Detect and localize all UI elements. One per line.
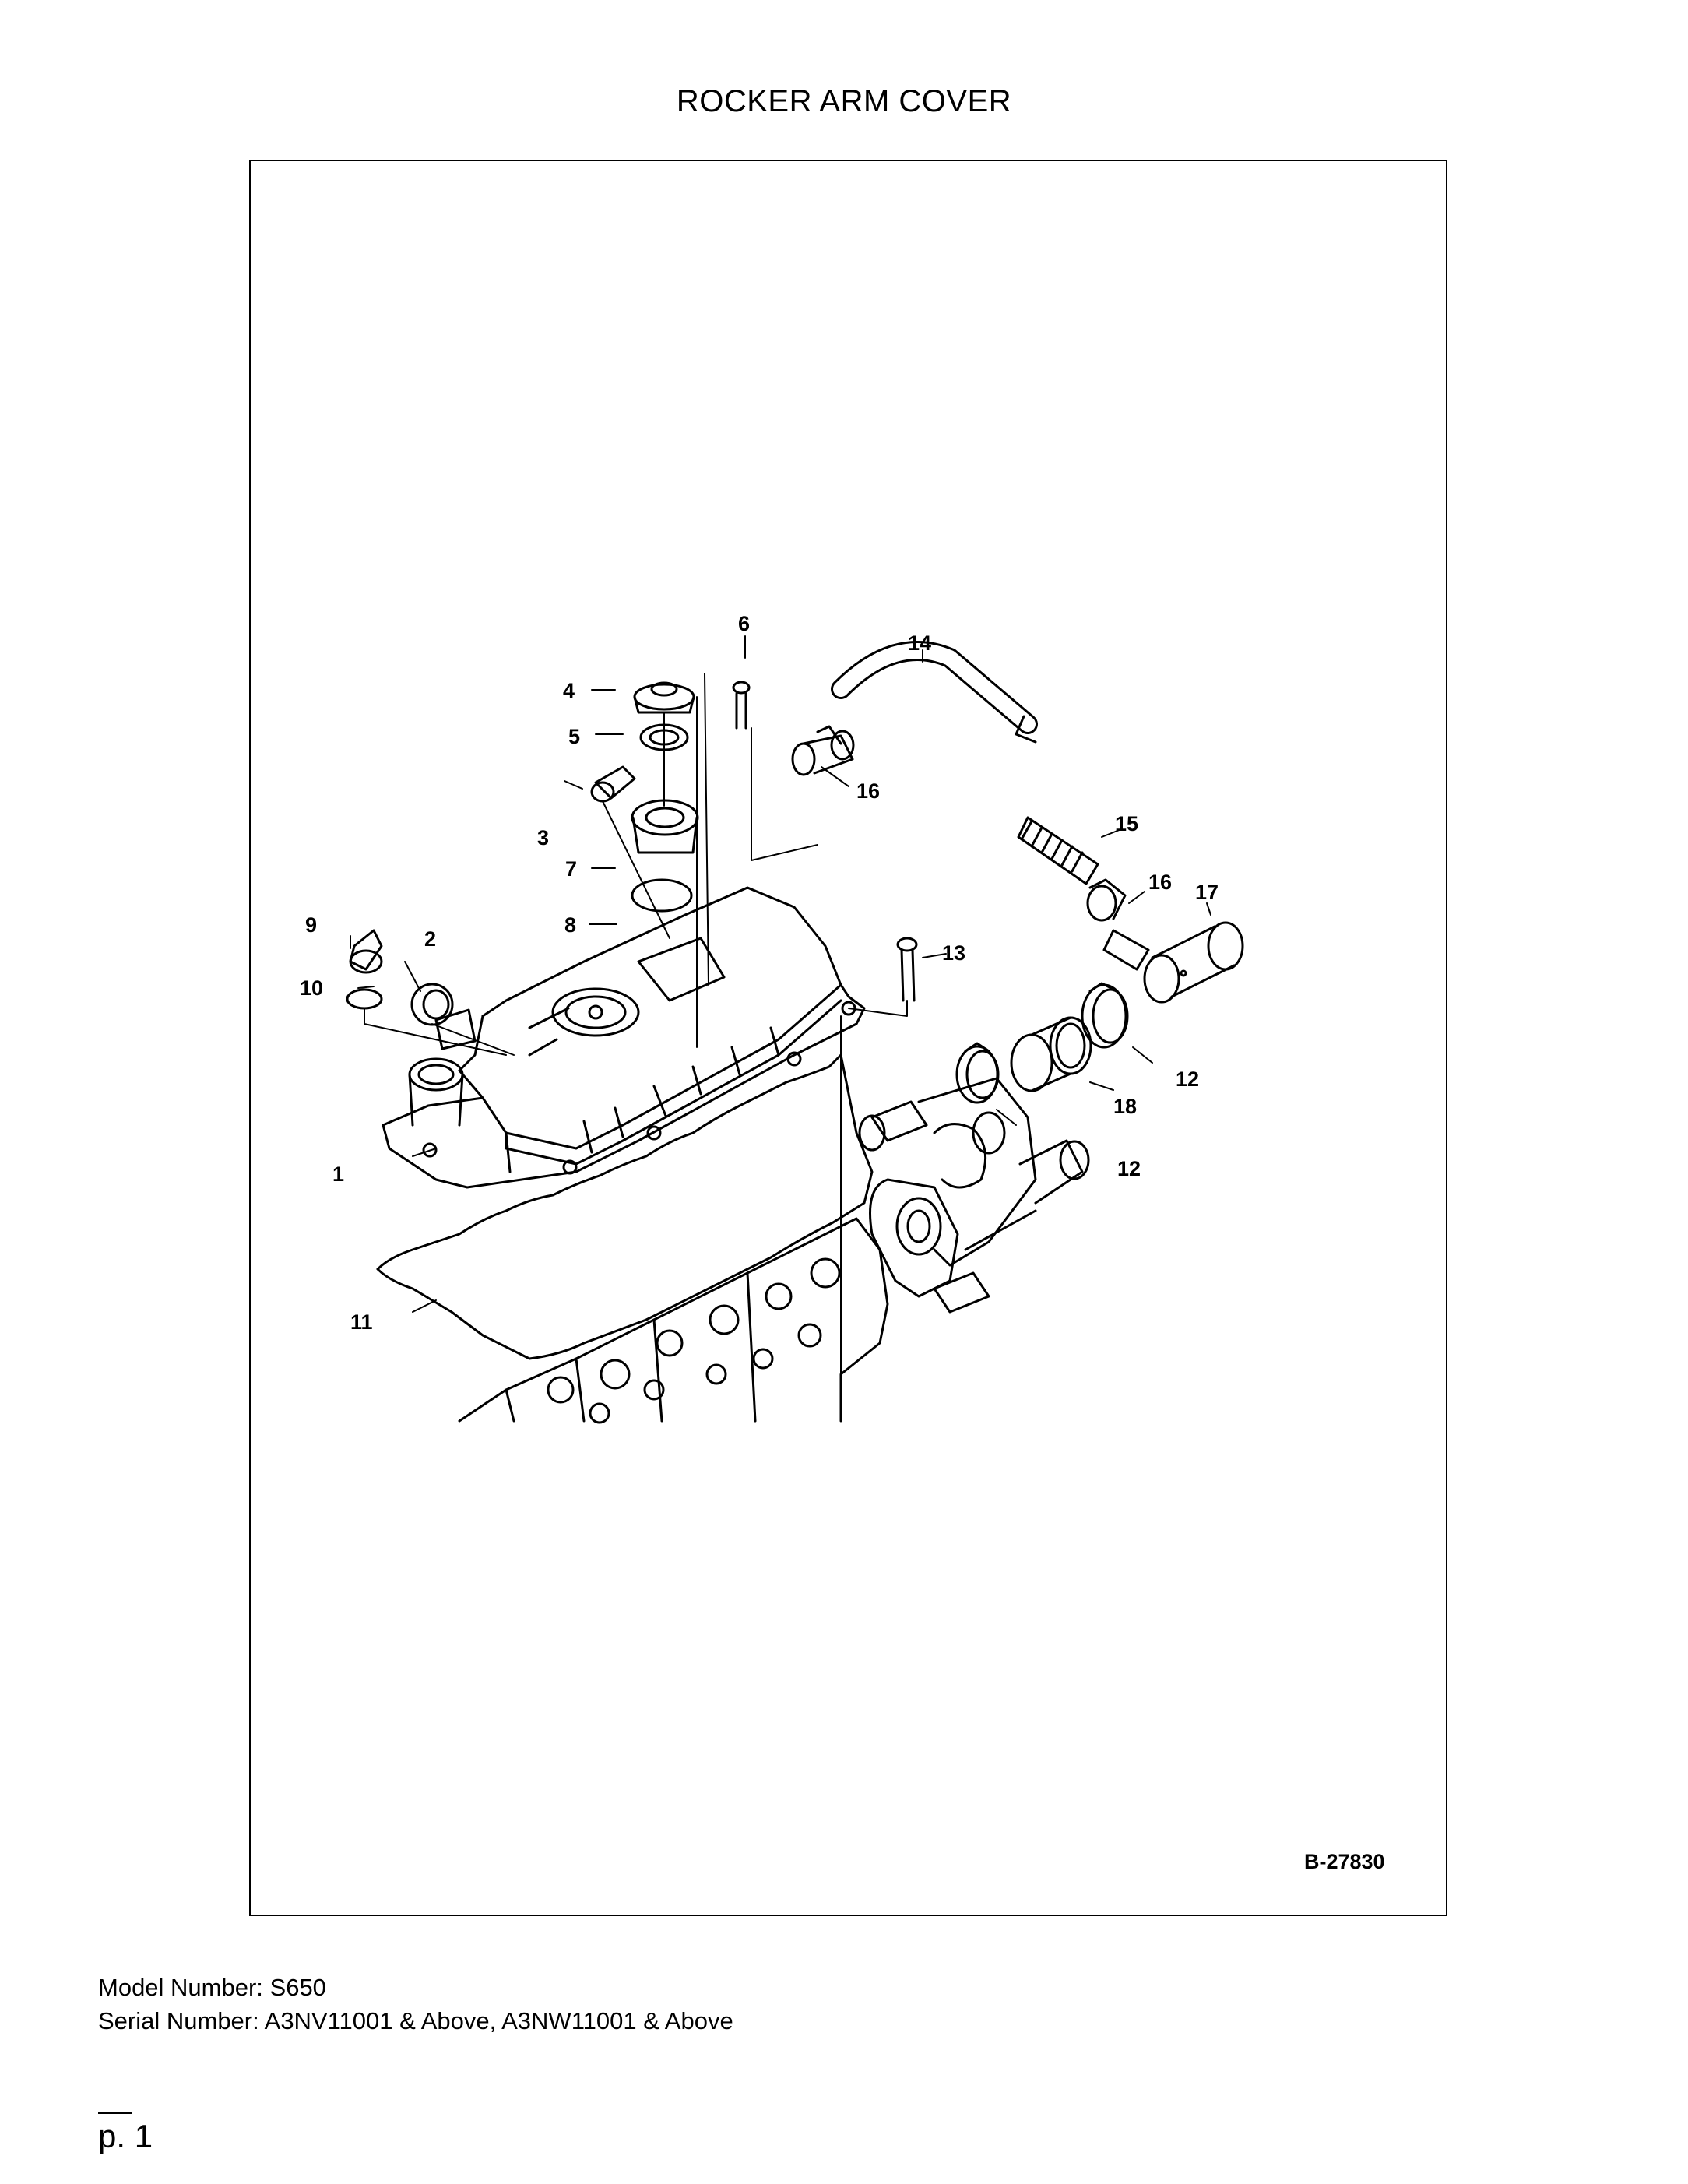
model-number: Model Number: S650 — [98, 1974, 326, 2001]
callout-3: 3 — [537, 826, 549, 849]
callout-12-lower: 12 — [1117, 1157, 1141, 1180]
page-rule — [98, 2112, 132, 2114]
rubber-sleeve — [1010, 1016, 1092, 1092]
breather-fitting — [590, 765, 636, 803]
callout-4: 4 — [563, 679, 575, 702]
callout-5: 5 — [568, 725, 580, 748]
diagram-frame — [249, 160, 1447, 1916]
callout-15: 15 — [1115, 812, 1138, 835]
callout-18: 18 — [1113, 1095, 1137, 1118]
breather-cover — [633, 681, 695, 714]
callout-2: 2 — [424, 927, 436, 951]
turbocharger — [858, 1077, 1090, 1314]
breather-tube — [831, 641, 1038, 744]
page-title: ROCKER ARM COVER — [676, 84, 1012, 118]
corrugated-hose — [1017, 816, 1099, 885]
cap-seal — [346, 988, 383, 1010]
bolt — [732, 681, 751, 730]
callout-1: 1 — [332, 1162, 344, 1186]
callout-6: 6 — [738, 612, 750, 635]
page-number: p. 1 — [98, 2118, 153, 2154]
breather-o-ring — [631, 878, 693, 913]
oil-seal — [410, 983, 454, 1026]
hose-clamp-lower — [1086, 878, 1127, 922]
callout-16-lower: 16 — [1148, 870, 1172, 894]
callout-7: 7 — [565, 857, 577, 881]
callout-16-upper: 16 — [856, 779, 880, 803]
oil-filler-cap — [349, 929, 383, 974]
breather-body — [631, 799, 699, 854]
callout-17: 17 — [1195, 881, 1219, 904]
callout-11: 11 — [350, 1310, 373, 1334]
leader-lines — [350, 635, 1211, 1375]
callout-9: 9 — [305, 913, 317, 937]
callout-8: 8 — [564, 913, 576, 937]
hose-clamp-upper — [791, 725, 855, 776]
hose-clamp-bottom — [955, 1042, 1000, 1104]
exploded-parts-diagram: 1 2 3 4 5 6 7 8 9 10 11 12 12 13 14 15 1… — [300, 612, 1244, 1424]
rocker-arm-cover — [382, 886, 866, 1189]
callout-13: 13 — [942, 941, 965, 965]
cylinder-head — [458, 1217, 889, 1424]
cover-gasket — [376, 1053, 874, 1360]
callout-10: 10 — [300, 976, 323, 1000]
callout-12-upper: 12 — [1176, 1067, 1199, 1091]
hose-clamp-right — [1081, 982, 1129, 1049]
connector-pipe — [1102, 921, 1244, 1004]
serial-number: Serial Number: A3NV11001 & Above, A3NW11… — [98, 2007, 733, 2035]
callout-14: 14 — [908, 631, 931, 655]
figure-id: B-27830 — [1304, 1850, 1385, 1873]
bolt-right — [896, 937, 918, 1002]
callout-labels: 1 2 3 4 5 6 7 8 9 10 11 12 12 13 14 15 1… — [300, 612, 1219, 1334]
